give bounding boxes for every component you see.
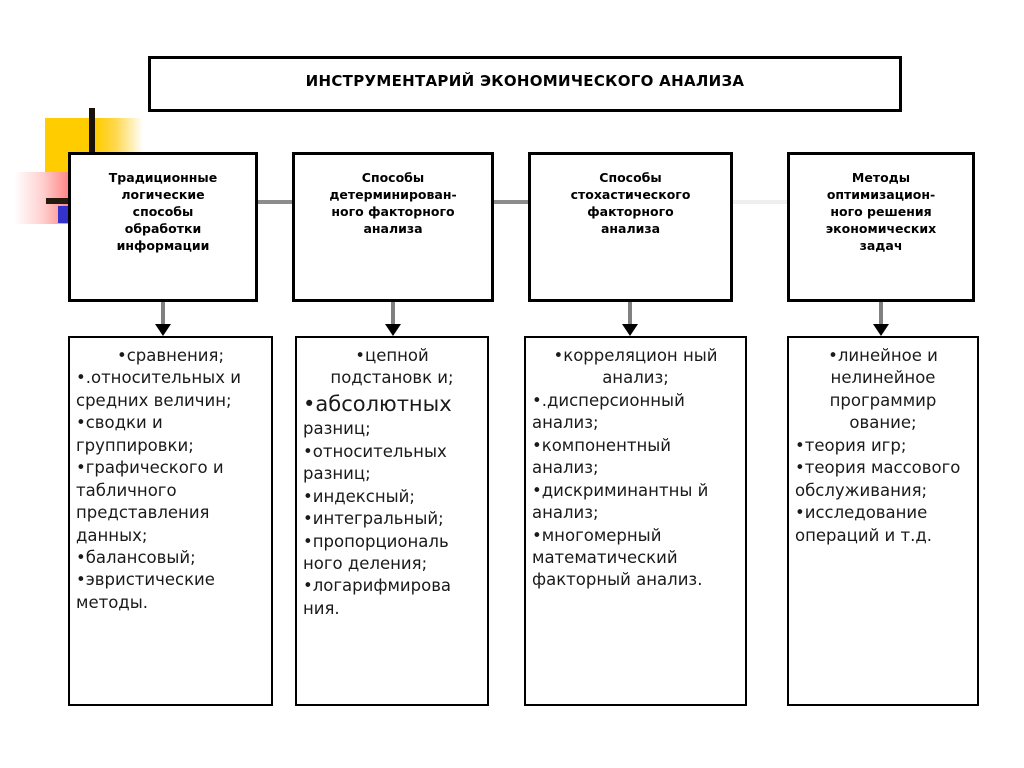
category-header-label: Традиционные логические способы обработк… [108, 170, 218, 253]
category-header-optimization-methods: Методы оптимизацион- ного решения эконом… [787, 152, 975, 302]
list-item: •логарифмирова ния. [303, 576, 457, 618]
down-arrow-icon [155, 302, 171, 336]
category-items-optimization-methods: •линейное и нелинейное программир ование… [787, 336, 979, 706]
connector-line-3 [733, 200, 787, 204]
list-item: •исследование операций и т.д. [795, 503, 933, 545]
connector-line-1 [258, 200, 292, 204]
list-item: •балансовый; [76, 547, 196, 567]
down-arrow-icon [873, 302, 889, 336]
category-header-traditional-logical: Традиционные логические способы обработк… [68, 152, 258, 302]
list-item: •.относительных и средних величин; [76, 368, 247, 410]
list-item: •линейное и нелинейное программир ование… [828, 346, 944, 433]
list-item: •.дисперсионный анализ; [532, 390, 691, 433]
list-item: •корреляцион ный анализ; [553, 346, 723, 388]
decoration-blue-square [58, 206, 71, 223]
list-item: •интегральный; [303, 509, 444, 529]
diagram-title-box: ИНСТРУМЕНТАРИЙ ЭКОНОМИЧЕСКОГО АНАЛИЗА [148, 56, 902, 112]
down-arrow-icon [622, 302, 638, 336]
list-item: •эвристические методы. [76, 570, 221, 612]
list-item: •компонентный анализ; [532, 435, 677, 478]
list-item: •дискриминантны й анализ; [532, 480, 714, 523]
category-header-label: Методы оптимизацион- ного решения эконом… [825, 170, 937, 253]
category-header-label: Способы стохастического факторного анали… [570, 170, 691, 236]
category-header-stochastic-factor: Способы стохастического факторного анали… [528, 152, 733, 302]
list-item: разниц; [303, 419, 371, 439]
list-item: •теория игр; [795, 435, 907, 455]
list-item: •пропорциональ ного деления; [303, 531, 454, 574]
diagram-title: ИНСТРУМЕНТАРИЙ ЭКОНОМИЧЕСКОГО АНАЛИЗА [305, 72, 745, 90]
list-item: •многомерный математический факторный ан… [532, 525, 703, 590]
list-item: •абсолютных [303, 391, 452, 416]
category-items-traditional-logical: •сравнения; •.относительных и средних вел… [68, 336, 273, 706]
down-arrow-icon [385, 302, 401, 336]
list-item: •графического и табличного представления… [76, 458, 229, 545]
list-item: •теория массового обслуживания; [795, 458, 966, 500]
list-item: •индексный; [303, 486, 415, 506]
list-item: •сравнения; [116, 346, 225, 365]
category-header-deterministic-factor: Способы детерминирован- ного факторного … [292, 152, 494, 302]
connector-line-2 [494, 200, 528, 204]
category-header-label: Способы детерминирован- ного факторного … [329, 170, 457, 236]
list-item: •сводки и группировки; [76, 413, 194, 455]
category-items-stochastic-factor: •корреляцион ный анализ;•.дисперсионный … [524, 336, 747, 706]
list-item: •цепной подстановк и; [330, 346, 454, 388]
list-item: •относительных разниц; [303, 441, 452, 484]
